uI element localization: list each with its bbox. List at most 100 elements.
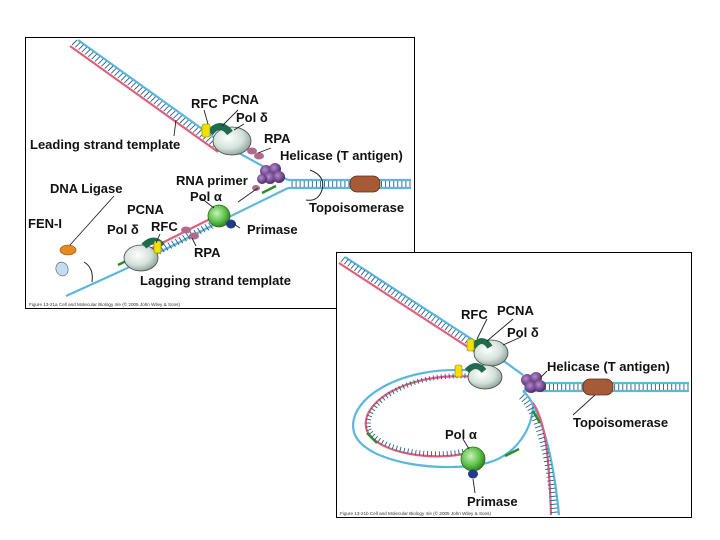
base-pair-rung (366, 418, 372, 421)
base-pair-rung (537, 432, 545, 436)
base-pair-rung (413, 380, 416, 386)
base-pair-rung (544, 463, 552, 467)
base-pair-rung (182, 235, 187, 242)
base-pair-rung (519, 394, 525, 400)
base-pair-rung (205, 136, 212, 143)
label-dna-ligase: DNA Ligase (50, 181, 122, 196)
panel-b-diagram: RFC PCNA Pol δ Helicase (T antigen) Topo… (338, 256, 689, 516)
base-pair-rung (368, 430, 374, 435)
parental-duplex (288, 178, 411, 190)
base-pair-rung (550, 507, 558, 510)
base-pair-rung (156, 101, 163, 107)
base-pair-rung (380, 283, 386, 289)
base-pair-rung (137, 86, 143, 93)
base-pair-rung (377, 280, 383, 287)
lagging-pol-delta-complex (123, 237, 165, 272)
label-pcna: PCNA (222, 92, 259, 107)
label-rpa-lagging: RPA (194, 245, 221, 260)
base-pair-rung (419, 450, 421, 456)
rpa-protein (247, 147, 264, 160)
base-pair-rung (546, 471, 554, 474)
base-pair-rung (350, 263, 356, 269)
pol-alpha-enzyme (207, 204, 231, 228)
base-pair-rung (461, 335, 466, 342)
label-leading-strand-template: Leading strand template (30, 137, 180, 152)
rna-primer-segment (261, 184, 277, 195)
looped-new-strand (364, 375, 476, 458)
base-pair-rung (397, 294, 403, 300)
pcna-clamp-upper (470, 338, 493, 349)
base-pair-rung (404, 298, 410, 305)
base-pair-rung (380, 439, 385, 445)
lagging-rungs-b (365, 373, 558, 514)
base-pair-rung (150, 96, 156, 103)
base-pair-rung (440, 374, 443, 380)
base-pair-rung (120, 75, 127, 81)
label-topoisomerase-b: Topoisomerase (573, 415, 668, 430)
base-pair-rung (375, 401, 380, 406)
base-pair-rung (173, 112, 179, 119)
base-pair-rung (543, 460, 551, 463)
base-pair-rung (545, 467, 553, 470)
base-pair-rung (101, 60, 107, 67)
base-pair-rung (381, 396, 386, 401)
base-pair-rung (107, 65, 114, 72)
panel-a-diagram: RFC PCNA Pol δ RPA Leading strand templa… (28, 39, 411, 307)
base-pair-rung (370, 407, 376, 412)
base-pair-rung (457, 333, 463, 340)
base-pair-rung (166, 108, 173, 114)
base-pair-rung (437, 320, 443, 327)
base-pair-rung (143, 91, 150, 98)
base-pair-rung (387, 443, 391, 449)
rfc-lower (454, 364, 463, 378)
base-pair-rung (78, 44, 84, 51)
panel-a-replication-fork: RFC PCNA Pol δ RPA Leading strand templa… (25, 37, 415, 309)
base-pair-rung (395, 445, 398, 451)
base-pair-rung (548, 487, 556, 490)
base-pair-rung (394, 291, 399, 298)
leading-rungs-b (340, 256, 480, 351)
base-pair-rung (179, 117, 186, 124)
label-pol-delta-lagging: Pol δ (107, 222, 139, 237)
looped-template (352, 368, 535, 469)
base-pair-rung (410, 302, 416, 309)
base-pair-rung (547, 479, 555, 482)
label-pol-delta-b: Pol δ (507, 325, 539, 340)
base-pair-rung (523, 400, 530, 405)
primase-subunit-b (468, 469, 478, 479)
base-pair-rung (546, 475, 554, 478)
base-pair-rung (436, 374, 439, 380)
topo-rotation-arrow (305, 169, 324, 201)
base-pair-rung (432, 375, 435, 381)
rfc-clamp-loader-lagging (153, 240, 162, 254)
label-lagging-strand-template: Lagging strand template (140, 273, 291, 288)
base-pair-rung (420, 377, 424, 383)
label-fen1: FEN-I (28, 216, 62, 231)
base-pair-rung (417, 378, 420, 384)
label-rfc: RFC (191, 96, 218, 111)
base-pair-rung (357, 267, 363, 274)
base-pair-rung (391, 444, 395, 450)
base-pair-rung (146, 94, 153, 100)
base-pair-rung (543, 456, 551, 459)
base-pair-rung (394, 387, 398, 393)
base-pair-rung (384, 285, 389, 291)
base-pair-rung (542, 452, 550, 455)
base-pair-rung (153, 98, 160, 105)
leading-new-strand (69, 45, 219, 153)
base-pair-rung (340, 256, 346, 263)
base-pair-rung (174, 238, 180, 246)
leader-lines (69, 109, 272, 247)
base-pair-rung (104, 63, 111, 69)
base-pair-rung (421, 309, 426, 316)
base-pair-rung (354, 265, 359, 272)
base-pair-rung (378, 398, 383, 404)
rpa-protein-lagging (181, 185, 260, 240)
lagging-loop (352, 368, 561, 516)
base-pair-rung (417, 307, 423, 313)
base-pair-rung (536, 429, 544, 433)
base-pair-rung (444, 324, 450, 331)
base-pair-rung (192, 127, 199, 133)
label-pol-delta: Pol δ (236, 110, 268, 125)
base-pair-rung (124, 77, 130, 84)
